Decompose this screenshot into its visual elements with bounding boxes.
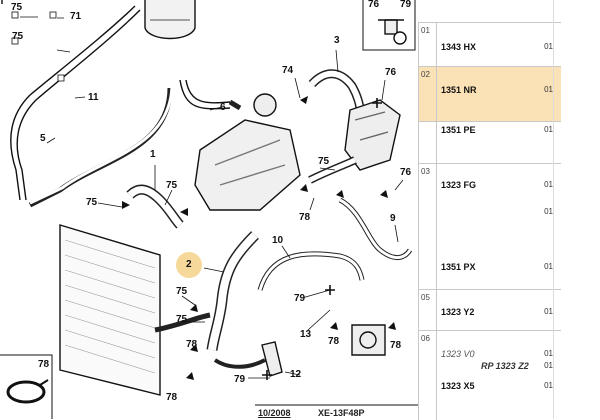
row-number: 06 [419,331,437,420]
callout-78-right[interactable]: 78 [390,340,402,351]
callout-75-centre[interactable]: 75 [166,180,178,191]
part-ref[interactable]: 1343 HX [441,42,477,52]
part-ref[interactable]: 1323 FG [441,180,477,190]
callout-75-lower[interactable]: 75 [176,286,188,297]
part-qty: 01 [544,85,553,94]
parts-row-06[interactable]: 06 1323 V0 01 RP 1323 Z2 01 1323 X5 01 [419,331,561,420]
callout-75-mid[interactable]: 75 [12,31,24,42]
callout-75-top[interactable]: 75 [11,2,23,13]
callout-75-low[interactable]: 75 [176,314,188,325]
callout-11[interactable]: 11 [88,92,99,103]
part-ref[interactable]: 1323 Y2 [441,307,475,317]
callout-12[interactable]: 12 [290,369,302,380]
part-qty: 01 [544,42,553,51]
callout-10[interactable]: 10 [272,235,284,246]
callout-79-bottom[interactable]: 79 [234,374,246,385]
part-ref[interactable]: 1323 V0 [441,349,475,359]
part-ref[interactable]: RP 1323 Z2 [481,361,529,371]
parts-row-05[interactable]: 05 1323 Y2 01 [419,290,561,331]
callout-2[interactable]: 2 [176,252,201,278]
diagram-reference-stamp: XE-13F48P [318,408,365,418]
part-qty: 01 [544,125,553,134]
callout-5[interactable]: 5 [40,133,46,144]
callout-71[interactable]: 71 [70,11,82,22]
callout-75-left[interactable]: 75 [86,197,98,208]
row-number [419,122,437,163]
part-ref[interactable]: 1323 X5 [441,381,475,391]
part-qty: 01 [544,262,553,271]
callout-78-upper[interactable]: 78 [299,212,311,223]
parts-row-01[interactable]: 01 1343 HX 01 [419,23,561,67]
part-ref[interactable]: 1351 NR [441,85,477,95]
parts-row-02[interactable]: 02 1351 NR 01 [419,67,561,122]
callout-13[interactable]: 13 [300,329,312,340]
callout-9[interactable]: 9 [390,213,396,224]
part-qty: 01 [544,207,553,216]
callout-78-left[interactable]: 78 [186,339,198,350]
callout-3[interactable]: 3 [334,35,340,46]
row-number: 03 [419,164,437,289]
part-qty: 01 [544,180,553,189]
part-qty: 01 [544,307,553,316]
callout-78-bottom[interactable]: 78 [166,392,178,403]
callout-75-right[interactable]: 75 [318,156,330,167]
callout-78-inset[interactable]: 78 [38,359,50,370]
diagram-drawing [0,0,420,419]
callout-76-inset[interactable]: 76 [368,0,380,10]
row-number: 02 [419,67,437,121]
part-qty: 01 [544,381,553,390]
parts-row-02b[interactable]: 1351 PE 01 [419,122,561,164]
row-number: 05 [419,290,437,330]
panel-divider [553,0,554,419]
diagram-date-stamp: 10/2008 [258,408,291,418]
part-ref[interactable]: 1351 PX [441,262,476,272]
callout-79-inset[interactable]: 79 [400,0,412,10]
parts-row-03[interactable]: 03 1323 FG 01 01 1351 PX 01 [419,164,561,290]
part-qty: 01 [544,361,553,370]
callout-79-mid[interactable]: 79 [294,293,306,304]
parts-diagram: 75 71 75 11 5 6 3 74 76 1 75 75 75 76 9 … [0,0,420,419]
part-ref[interactable]: 1351 PE [441,125,476,135]
callout-1[interactable]: 1 [150,149,156,160]
callout-78-centre[interactable]: 78 [328,336,340,347]
callout-6[interactable]: 6 [220,102,226,113]
callout-74[interactable]: 74 [282,65,294,76]
part-qty: 01 [544,349,553,358]
row-number: 01 [419,23,437,66]
parts-list: 01 1343 HX 01 02 1351 NR 01 1351 PE 01 0… [418,22,561,420]
callout-76[interactable]: 76 [385,67,397,78]
callout-76-right[interactable]: 76 [400,167,412,178]
